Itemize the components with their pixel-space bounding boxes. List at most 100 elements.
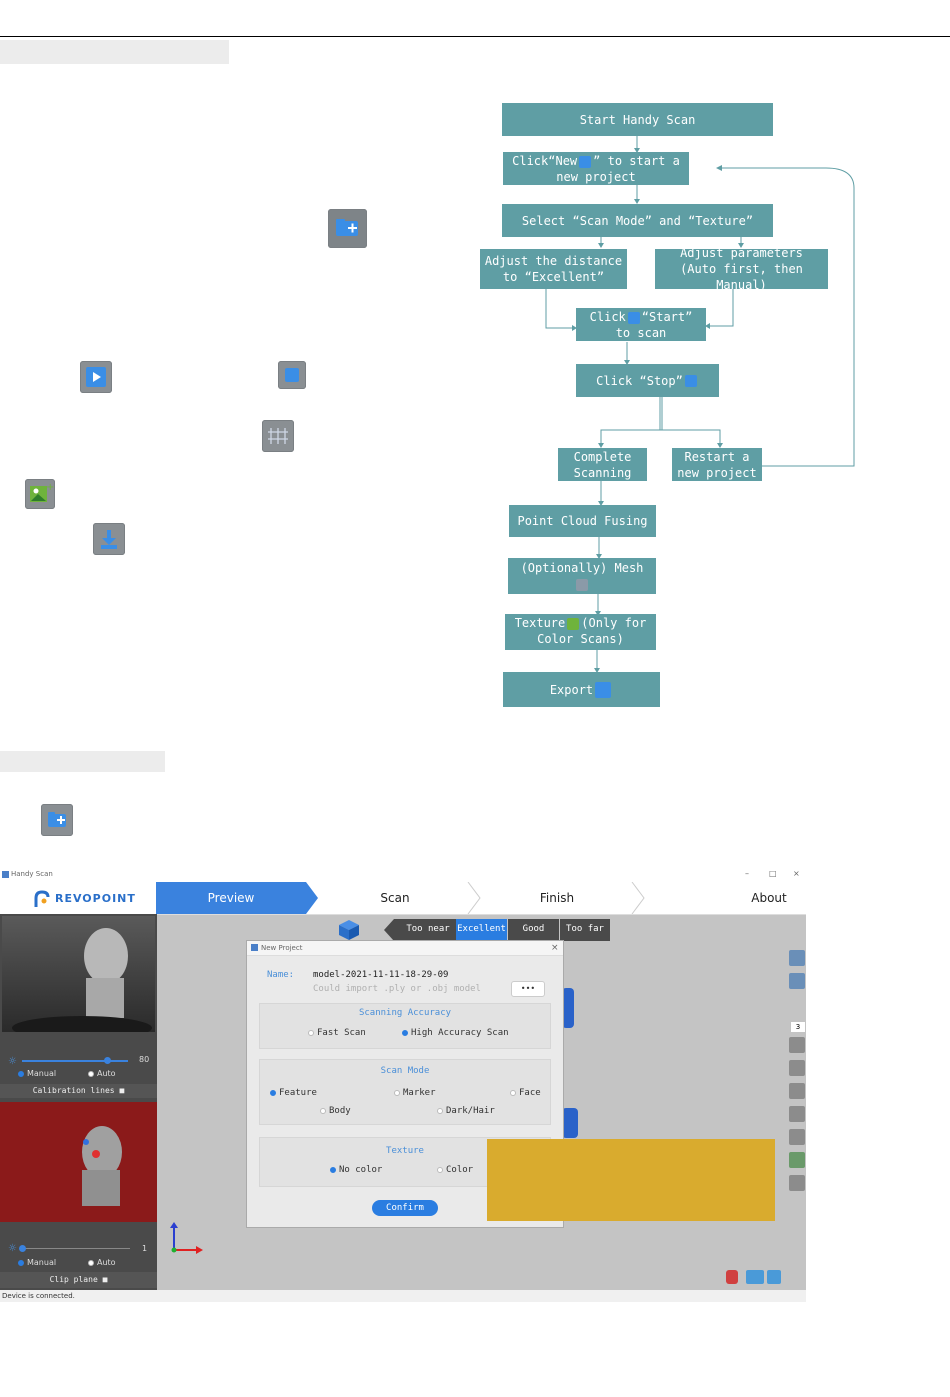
new-project-icon <box>579 156 591 168</box>
close-button[interactable]: × <box>793 869 800 878</box>
undo-icon[interactable] <box>789 1083 805 1099</box>
svg-text:+: + <box>46 482 54 493</box>
calibration-lines-toggle[interactable]: Calibration lines ■ <box>0 1084 157 1098</box>
tab-about[interactable]: About <box>734 882 804 914</box>
body-radio[interactable]: Body <box>320 1106 351 1116</box>
face-radio[interactable]: Face <box>510 1088 541 1098</box>
start-scan-icon[interactable] <box>789 1037 805 1053</box>
callout-box <box>487 1139 775 1221</box>
flow-click-stop: Click “Stop” <box>576 364 719 397</box>
high-accuracy-radio[interactable]: High Accuracy Scan <box>402 1028 509 1038</box>
depth-camera-preview <box>2 916 155 1032</box>
main-tabs: REVOPOINT Preview Scan Finish About <box>0 882 806 915</box>
maximize-button[interactable]: □ <box>769 869 777 878</box>
flow-select-mode: Select “Scan Mode” and “Texture” <box>502 204 773 237</box>
import-model-input[interactable]: Could import .ply or .obj model <box>313 984 481 994</box>
new-project-icon[interactable] <box>789 950 805 966</box>
tab-preview[interactable]: Preview <box>156 882 306 914</box>
flow-texture: Texture(Only for Color Scans) <box>505 614 656 650</box>
new-project-icon <box>41 804 73 836</box>
home-icon[interactable] <box>767 1270 781 1284</box>
rgb-camera-preview <box>0 1102 157 1222</box>
confirm-button[interactable]: Confirm <box>372 1200 438 1216</box>
stop-scan-icon <box>278 361 306 389</box>
delete-icon[interactable] <box>789 1106 805 1122</box>
tab-finish[interactable]: Finish <box>482 882 632 914</box>
new-project-icon <box>328 209 367 248</box>
texture-icon[interactable] <box>789 1152 805 1168</box>
slider-value: 1 <box>142 1244 147 1253</box>
flow-start-handy-scan: Start Handy Scan <box>502 103 773 136</box>
stop-scan-icon <box>685 375 697 387</box>
texture-icon: + <box>25 479 55 509</box>
window-title: Handy Scan <box>11 870 53 878</box>
mesh-icon <box>576 579 588 591</box>
brightness-icon: ☼ <box>8 1244 17 1254</box>
slider-value: 80 <box>139 1055 149 1064</box>
manual-radio[interactable]: Manual <box>18 1069 56 1078</box>
auto-radio[interactable]: Auto <box>88 1258 116 1267</box>
brightness-slider-1[interactable] <box>22 1060 128 1062</box>
export-icon[interactable] <box>789 1175 805 1191</box>
scan-point-cloud <box>562 1108 578 1138</box>
distance-too-far: Too far <box>560 924 610 934</box>
accuracy-title: Scanning Accuracy <box>260 1008 550 1018</box>
dialog-title: New Project <box>261 941 302 955</box>
redacted-heading-1 <box>0 40 229 64</box>
title-bar: Handy Scan – □ × <box>0 868 806 882</box>
axis-gizmo <box>166 1220 206 1256</box>
flow-point-cloud-fusing: Point Cloud Fusing <box>509 505 656 537</box>
brightness-slider-2[interactable] <box>22 1248 130 1249</box>
start-scan-icon <box>80 361 112 393</box>
brand-name: REVOPOINT <box>55 892 136 905</box>
status-bar: Device is connected. <box>0 1290 806 1302</box>
app-icon <box>251 944 258 951</box>
handy-scan-window: Handy Scan – □ × REVOPOINT Preview Scan … <box>0 868 806 1302</box>
browse-button[interactable]: ••• <box>511 981 545 997</box>
dialog-titlebar: New Project × <box>247 941 563 956</box>
status-text: Device is connected. <box>2 1292 75 1300</box>
distance-too-near: Too near <box>400 924 456 934</box>
name-label: Name: <box>267 970 294 980</box>
stop-scan-icon[interactable] <box>789 1060 805 1076</box>
screen-icon[interactable] <box>746 1270 764 1284</box>
mesh-icon[interactable] <box>789 1129 805 1145</box>
lock-icon[interactable] <box>726 1270 738 1284</box>
slider-handle[interactable] <box>104 1057 111 1064</box>
tab-scan[interactable]: Scan <box>320 882 470 914</box>
view-cube-icon[interactable] <box>338 919 360 941</box>
start-scan-icon <box>628 312 640 324</box>
flow-adjust-distance: Adjust the distance to “Excellent” <box>480 249 627 289</box>
open-project-icon[interactable] <box>789 973 805 989</box>
manual-radio[interactable]: Manual <box>18 1258 56 1267</box>
export-icon <box>93 523 125 555</box>
dark-hair-radio[interactable]: Dark/Hair <box>437 1106 495 1116</box>
revopoint-logo-icon <box>32 890 50 908</box>
clip-plane-toggle[interactable]: Clip plane ■ <box>0 1272 157 1288</box>
scan-mode-section: Scan Mode Feature Marker Face Body Dark/… <box>259 1059 551 1125</box>
no-color-radio[interactable]: No color <box>330 1165 382 1175</box>
flow-adjust-parameters: Adjust parameters (Auto first, then Manu… <box>655 249 828 289</box>
flow-complete-scanning: Complete Scanning <box>558 448 647 481</box>
slider-handle[interactable] <box>19 1245 26 1252</box>
project-name-input[interactable]: model-2021-11-11-18-29-09 <box>313 970 448 980</box>
color-radio[interactable]: Color <box>437 1165 473 1175</box>
mesh-icon <box>262 420 294 452</box>
flow-export: Export <box>503 672 660 707</box>
distance-good: Good <box>508 924 559 934</box>
dialog-close-icon[interactable]: × <box>551 941 559 955</box>
export-icon <box>595 682 611 698</box>
auto-radio[interactable]: Auto <box>88 1069 116 1078</box>
scan-mode-title: Scan Mode <box>260 1066 550 1076</box>
app-icon <box>2 871 9 878</box>
accuracy-section: Scanning Accuracy Fast Scan High Accurac… <box>259 1003 551 1049</box>
flow-mesh: (Optionally) Mesh <box>508 558 656 594</box>
redacted-heading-2 <box>0 751 165 772</box>
brightness-icon: ☼ <box>8 1057 18 1067</box>
scan-count: 3 <box>791 1022 805 1032</box>
feature-radio[interactable]: Feature <box>270 1088 317 1098</box>
fast-scan-radio[interactable]: Fast Scan <box>308 1028 366 1038</box>
minimize-button[interactable]: – <box>745 869 749 878</box>
flow-click-start: Click“Start” to scan <box>576 308 706 341</box>
marker-radio[interactable]: Marker <box>394 1088 436 1098</box>
